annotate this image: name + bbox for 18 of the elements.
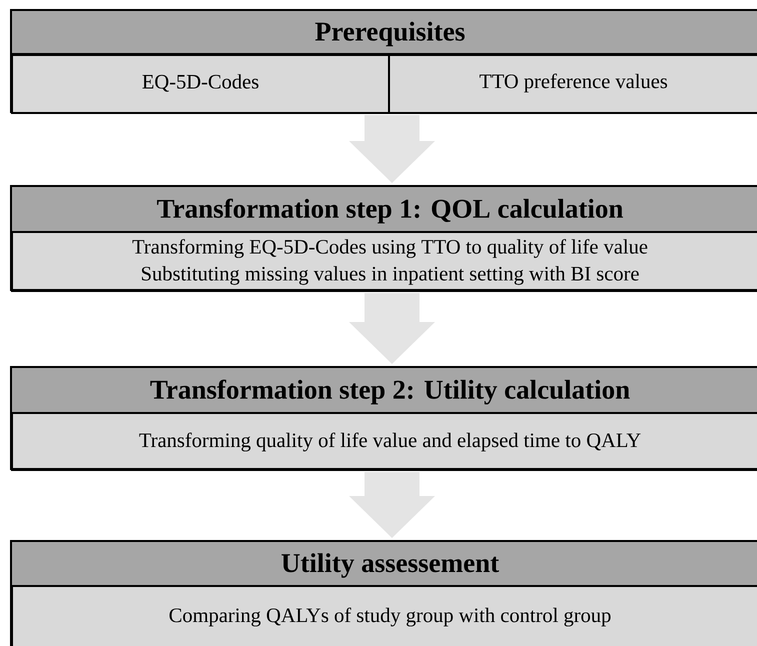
cell-text: EQ-5D-Codes (142, 74, 258, 92)
step-description: Comparing QALYs of study group with control group (170, 608, 610, 626)
step-description: Transforming quality of life value and elapsed time to QALY (139, 432, 641, 452)
cell-text: TTO preference values (480, 74, 668, 92)
stage-box (10, 185, 757, 292)
block-arrow (349, 472, 435, 538)
block-arrow (349, 115, 435, 183)
block-arrow (349, 293, 435, 364)
stage-heading: Transformation step 2: Utility calculation (150, 380, 630, 404)
stage-box (10, 366, 757, 471)
input-cell (11, 54, 390, 114)
step-description: Transforming EQ-5D-Codes using TTO to quality of life value (132, 239, 648, 258)
stage-heading: Prerequisites (315, 22, 465, 46)
stage-box (10, 540, 757, 646)
input-cell (388, 54, 757, 114)
stage-heading: Transformation step 1: QOL calculation (157, 198, 623, 224)
step-description: Substituting missing values in inpatient setting with BI score (142, 266, 639, 285)
stage-heading: Utility assessement (282, 553, 499, 578)
